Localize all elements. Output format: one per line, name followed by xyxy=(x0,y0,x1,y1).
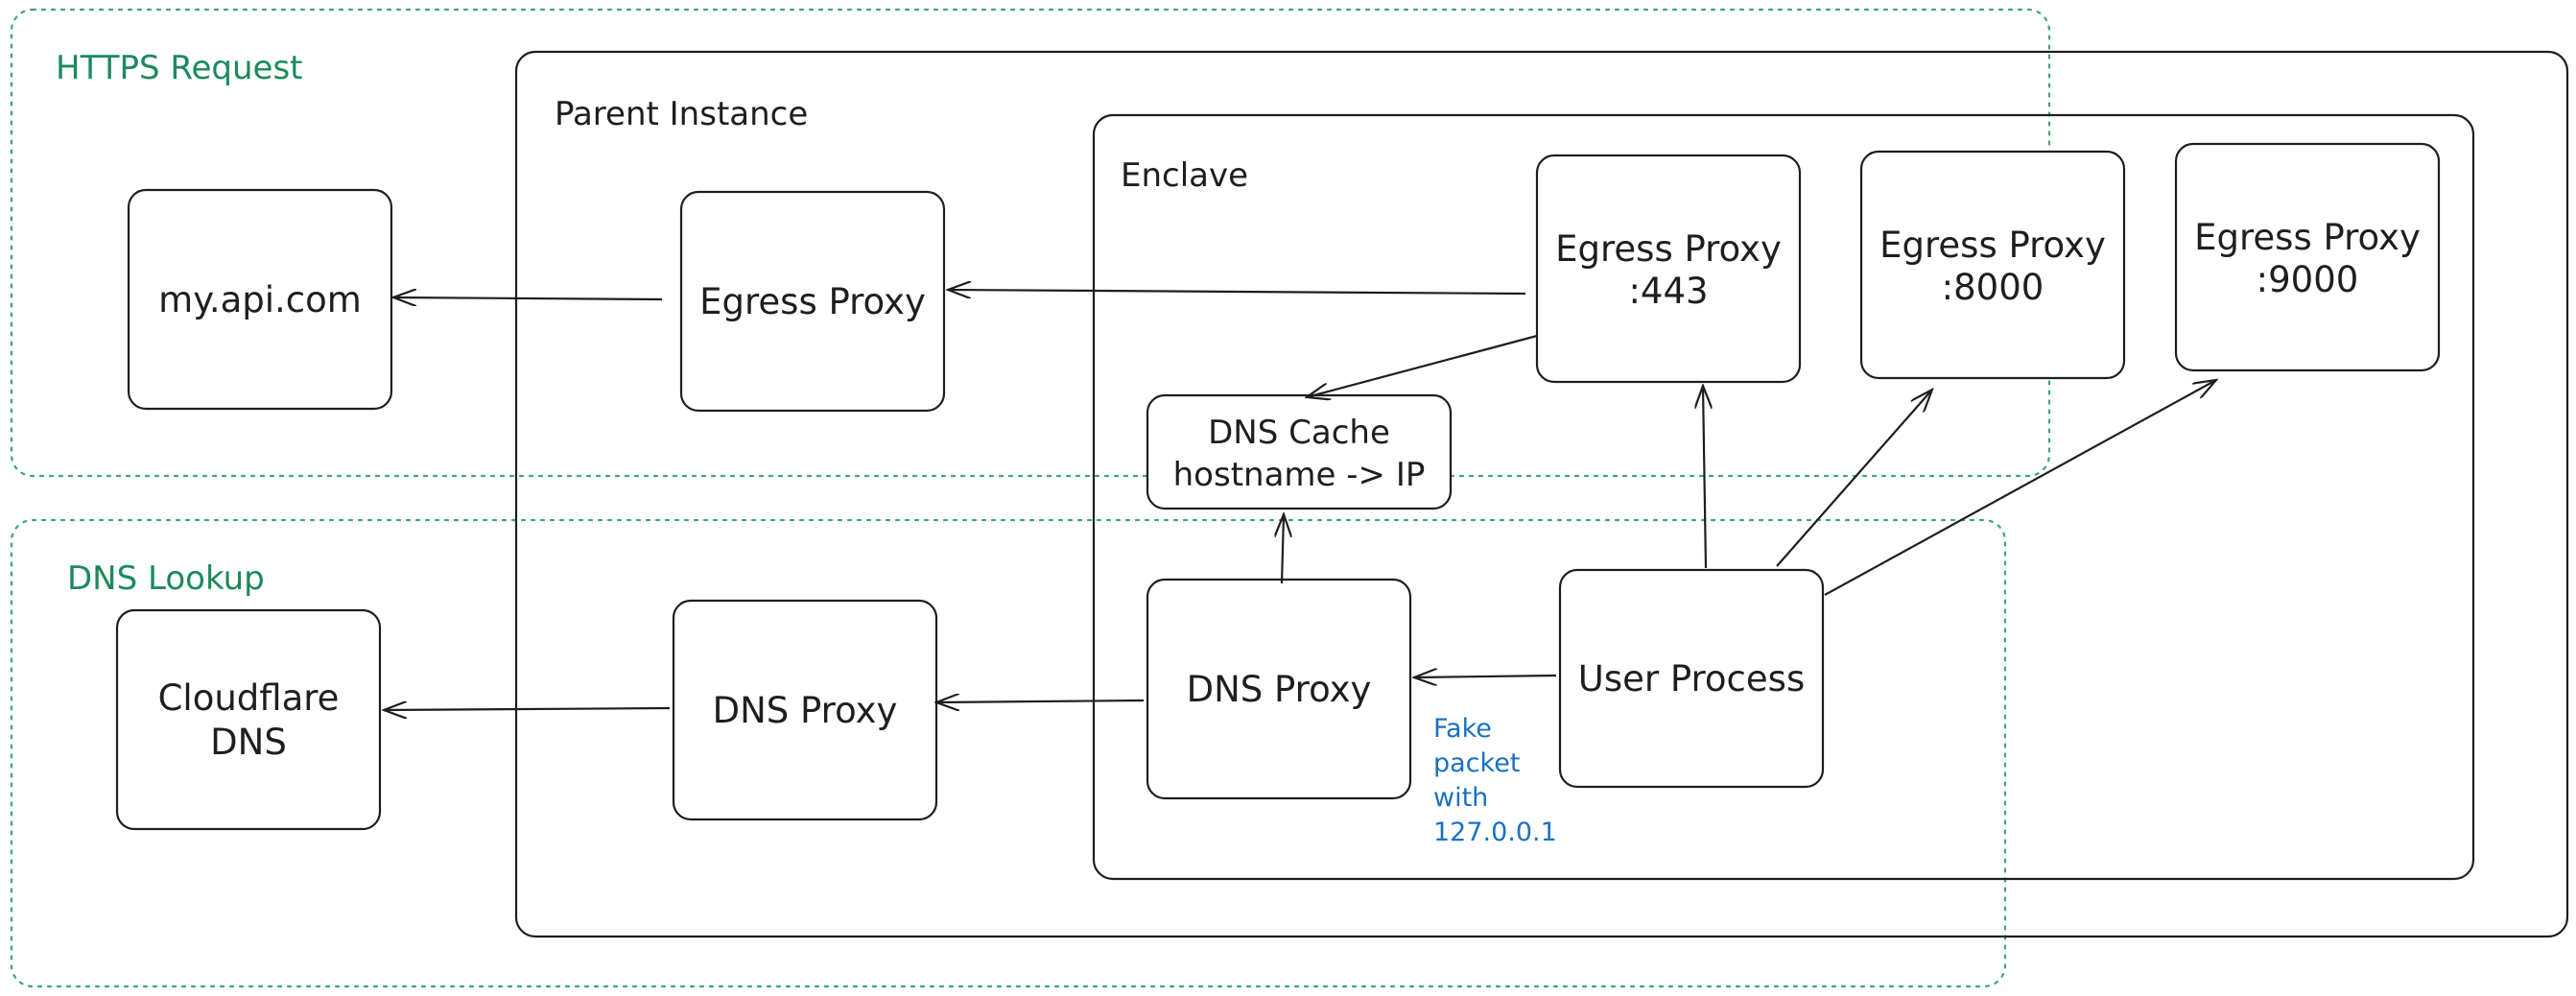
node-cloudflare-dns-label-line2: DNS xyxy=(210,722,287,763)
group-dns-border xyxy=(10,518,2007,988)
node-cloudflare-dns: Cloudflare DNS xyxy=(115,608,382,831)
node-user-process-label: User Process xyxy=(1578,658,1805,700)
note-line-4: 127.0.0.1 xyxy=(1433,818,1557,847)
node-my-api-label: my.api.com xyxy=(158,279,362,320)
node-user-process: User Process xyxy=(1558,568,1825,789)
node-egress-proxy-8000-label-line1: Egress Proxy xyxy=(1879,225,2106,266)
note-line-3: with xyxy=(1433,783,1488,813)
node-egress-proxy-8000-box xyxy=(1859,150,2126,380)
arrow-user-process-to-egress-9000 xyxy=(1824,380,2216,596)
enclave-container: Enclave xyxy=(1092,113,2475,881)
node-my-api: my.api.com xyxy=(127,188,393,411)
parent-instance-title: Parent Instance xyxy=(555,95,808,133)
node-dns-proxy-enclave-label: DNS Proxy xyxy=(1187,669,1372,710)
node-egress-proxy-9000: Egress Proxy :9000 xyxy=(2174,142,2441,372)
node-dns-proxy-enclave: DNS Proxy xyxy=(1146,578,1412,800)
node-egress-proxy-443-label-line2: :443 xyxy=(1628,271,1708,312)
fake-packet-note: Fake packet with 127.0.0.1 xyxy=(1433,714,1557,847)
node-egress-proxy-parent-label: Egress Proxy xyxy=(699,281,926,322)
group-https-title: HTTPS Request xyxy=(56,49,303,87)
arrow-dns-proxy-enclave-to-dns-proxy-parent xyxy=(936,700,1145,702)
node-dns-cache-box xyxy=(1146,393,1453,510)
node-dns-proxy-enclave-box xyxy=(1146,578,1412,800)
node-cloudflare-dns-box xyxy=(115,608,382,831)
node-egress-proxy-parent-box xyxy=(679,190,946,413)
arrow-egress-parent-to-my-api xyxy=(393,297,663,299)
node-cloudflare-dns-label-line1: Cloudflare xyxy=(158,677,340,719)
parent-instance-border xyxy=(514,50,2569,938)
node-dns-proxy-parent: DNS Proxy xyxy=(672,599,938,821)
node-user-process-box xyxy=(1558,568,1825,789)
group-dns-title: DNS Lookup xyxy=(67,559,265,598)
note-line-2: packet xyxy=(1433,748,1520,778)
arrow-dns-proxy-enclave-to-dns-cache xyxy=(1282,514,1284,584)
node-egress-proxy-9000-box xyxy=(2174,142,2441,372)
node-egress-proxy-9000-label-line2: :9000 xyxy=(2257,259,2359,300)
enclave-border xyxy=(1092,113,2475,881)
arrow-user-process-to-dns-proxy-enclave xyxy=(1414,676,1557,677)
node-dns-proxy-parent-label: DNS Proxy xyxy=(713,690,898,731)
node-egress-proxy-443-box xyxy=(1535,154,1802,384)
group-dns-lookup: DNS Lookup xyxy=(10,518,2007,988)
node-dns-cache: DNS Cache hostname -> IP xyxy=(1146,393,1453,510)
node-egress-proxy-parent: Egress Proxy xyxy=(679,190,946,413)
node-dns-cache-label-line1: DNS Cache xyxy=(1208,414,1390,452)
node-egress-proxy-443: Egress Proxy :443 xyxy=(1535,154,1802,384)
group-https-request: HTTPS Request xyxy=(10,8,2051,478)
connector-arrows xyxy=(384,290,2216,710)
arrow-egress-443-to-dns-cache xyxy=(1307,334,1538,397)
arrow-user-process-to-egress-8000 xyxy=(1776,390,1932,567)
arrow-egress-443-to-egress-parent xyxy=(948,290,1526,294)
arrow-dns-proxy-parent-to-cloudflare xyxy=(384,708,671,710)
node-egress-proxy-443-label-line1: Egress Proxy xyxy=(1555,228,1782,270)
group-https-border xyxy=(10,8,2051,478)
node-egress-proxy-8000: Egress Proxy :8000 xyxy=(1859,150,2126,380)
note-line-1: Fake xyxy=(1433,714,1492,744)
enclave-title: Enclave xyxy=(1121,156,1248,195)
parent-instance-container: Parent Instance xyxy=(514,50,2569,938)
node-egress-proxy-8000-label-line2: :8000 xyxy=(1942,267,2044,308)
node-egress-proxy-9000-label-line1: Egress Proxy xyxy=(2194,217,2421,258)
node-dns-cache-label-line2: hostname -> IP xyxy=(1173,456,1426,494)
arrow-user-process-to-egress-443 xyxy=(1703,386,1706,569)
